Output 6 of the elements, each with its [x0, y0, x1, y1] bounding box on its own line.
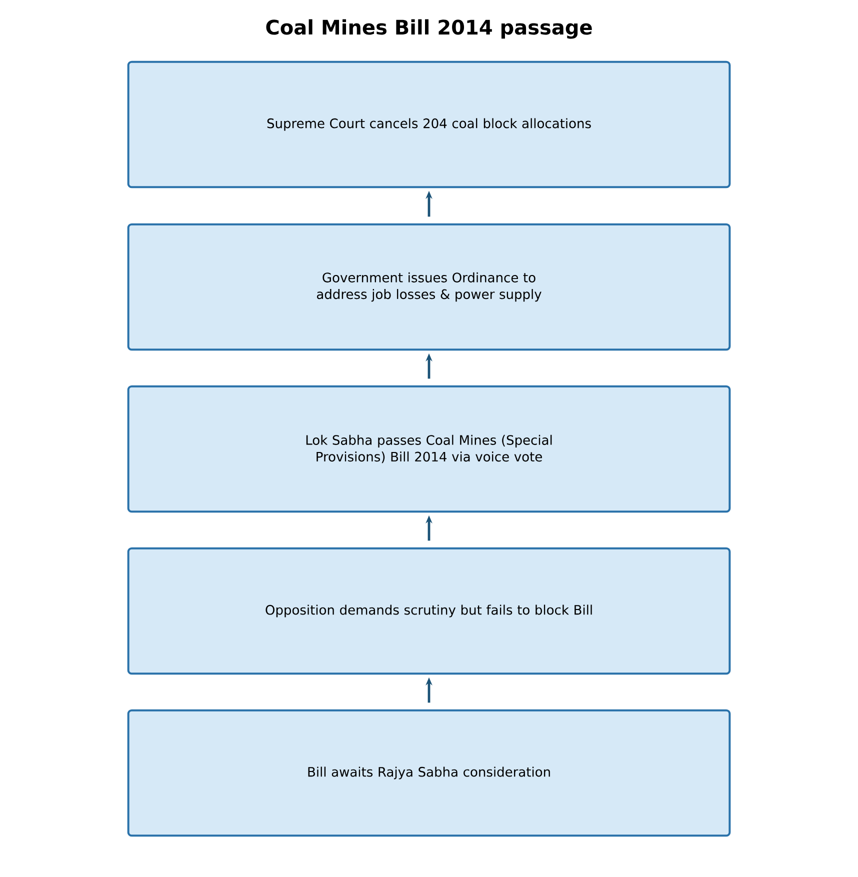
process-box: Opposition demands scrutiny but fails to block Bill — [127, 547, 731, 675]
process-box: Government issues Ordinance to address job losses & power supply — [127, 223, 731, 351]
process-box: Lok Sabha passes Coal Mines (Special Provisions) Bill 2014 via voice vote — [127, 385, 731, 513]
process-box: Supreme Court cancels 204 coal block allocations — [127, 60, 731, 188]
title: Coal Mines Bill 2014 passage — [266, 19, 592, 39]
process-box: Bill awaits Rajya Sabha consideration — [127, 709, 731, 837]
